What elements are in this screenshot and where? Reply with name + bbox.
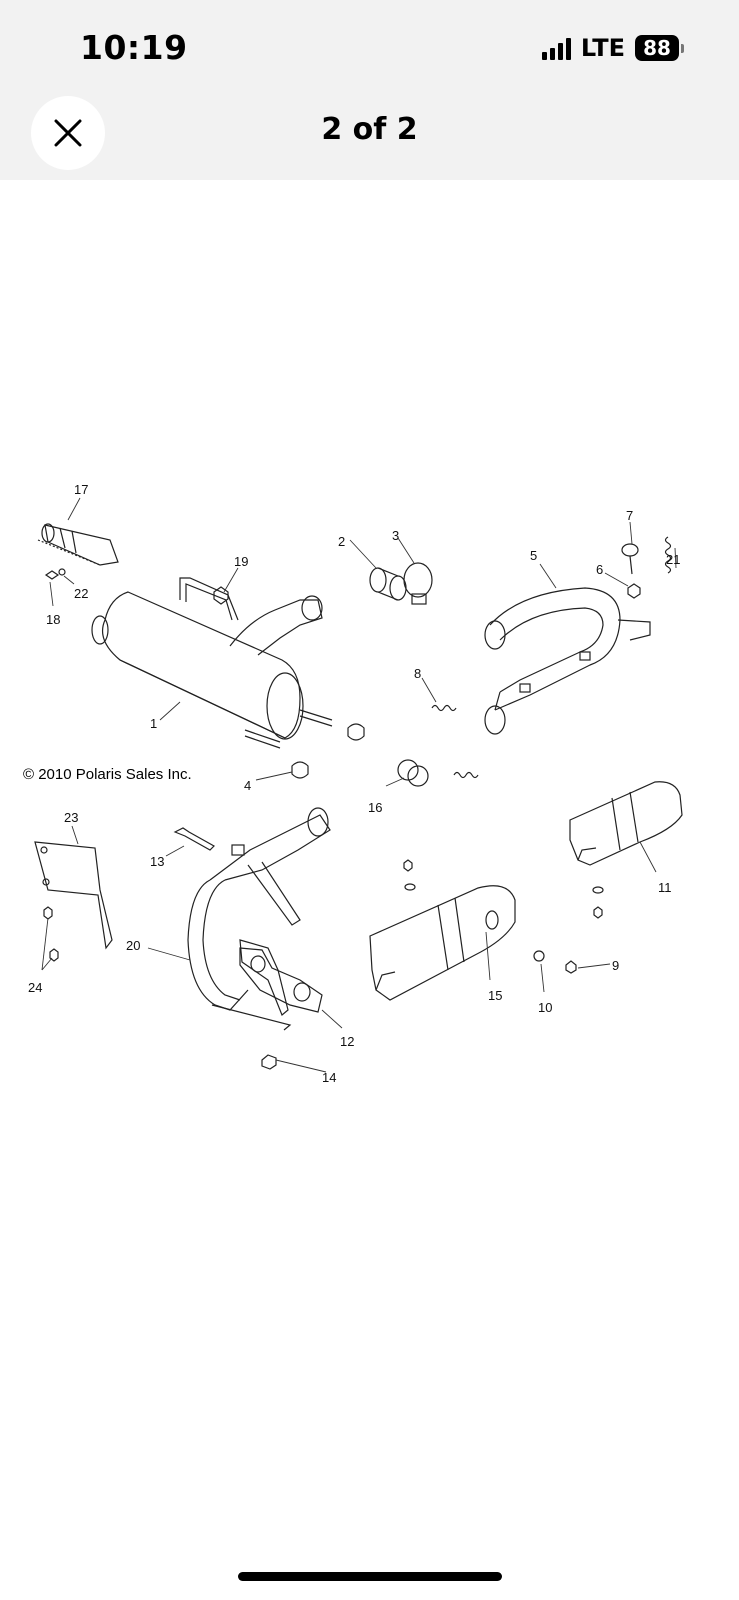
callout-label: 24 <box>28 980 43 995</box>
washer-10 <box>533 950 545 962</box>
clamp <box>403 562 433 605</box>
heat-shield-11 <box>569 781 683 866</box>
callout-label: 15 <box>488 988 503 1003</box>
bracket-23 <box>34 841 113 962</box>
bolt-18 <box>44 570 60 580</box>
top-bar: 10:19 LTE 88 2 of 2 <box>0 0 739 180</box>
callout-label: 22 <box>74 586 89 601</box>
status-indicators: LTE 88 <box>541 34 684 62</box>
muffler <box>91 577 333 749</box>
grommet-4 <box>291 761 309 779</box>
signal-icon <box>541 36 571 60</box>
heat-shield-15 <box>369 885 516 1001</box>
tailpipe-tip <box>37 523 119 566</box>
exhaust-gasket <box>369 567 407 601</box>
callout-label: 10 <box>538 1000 553 1015</box>
copyright-text: © 2010 Polaris Sales Inc. <box>23 766 192 783</box>
callout-label: 8 <box>414 666 422 681</box>
close-button[interactable] <box>31 96 105 170</box>
callout-label: 12 <box>340 1034 355 1049</box>
status-time: 10:19 <box>80 28 188 67</box>
callout-label: 16 <box>368 800 383 815</box>
callout-label: 23 <box>64 810 79 825</box>
network-label: LTE <box>580 34 625 62</box>
parts-diagram-drawing <box>34 497 683 1073</box>
callout-label: 6 <box>596 562 604 577</box>
callout-label: 21 <box>666 552 681 567</box>
spring-center <box>453 771 479 779</box>
head-pipe <box>484 587 651 735</box>
nut-6 <box>627 583 641 599</box>
callout-label: 18 <box>46 612 61 627</box>
callout-label: 4 <box>244 778 252 793</box>
exhaust-header <box>187 807 331 1031</box>
callout-label: 9 <box>612 958 620 973</box>
callout-label: 20 <box>126 938 141 953</box>
callout-label: 3 <box>392 528 400 543</box>
battery-icon: 88 <box>635 35 684 61</box>
gasket-12 <box>239 947 323 1013</box>
grommet <box>347 723 365 741</box>
callout-label: 19 <box>234 554 249 569</box>
spring-8 <box>431 704 457 712</box>
callout-label: 14 <box>322 1070 337 1085</box>
callout-label: 7 <box>626 508 634 523</box>
grommet-7 <box>621 543 639 575</box>
washer-22 <box>58 568 66 576</box>
callout-label: 17 <box>74 482 89 497</box>
spring-21 <box>664 536 672 574</box>
callout-label: 11 <box>658 880 672 895</box>
nut-19 <box>213 586 229 605</box>
callout-label: 1 <box>150 716 158 731</box>
home-indicator[interactable] <box>238 1572 502 1581</box>
page-title: 2 of 2 <box>321 112 418 147</box>
callout-label: 13 <box>150 854 165 869</box>
callout-label: 5 <box>530 548 538 563</box>
close-icon <box>54 119 82 147</box>
bolt-13 <box>173 827 215 851</box>
bolt-9 <box>565 960 577 974</box>
leader-lines <box>41 497 677 1073</box>
battery-level: 88 <box>635 35 679 61</box>
callout-label: 2 <box>338 534 346 549</box>
parts-diagram[interactable]: 17 19 2 3 5 7 6 21 22 18 1 8 4 16 23 13 … <box>0 470 739 1110</box>
ring-16 <box>397 759 429 787</box>
bolt-14 <box>261 1054 277 1070</box>
